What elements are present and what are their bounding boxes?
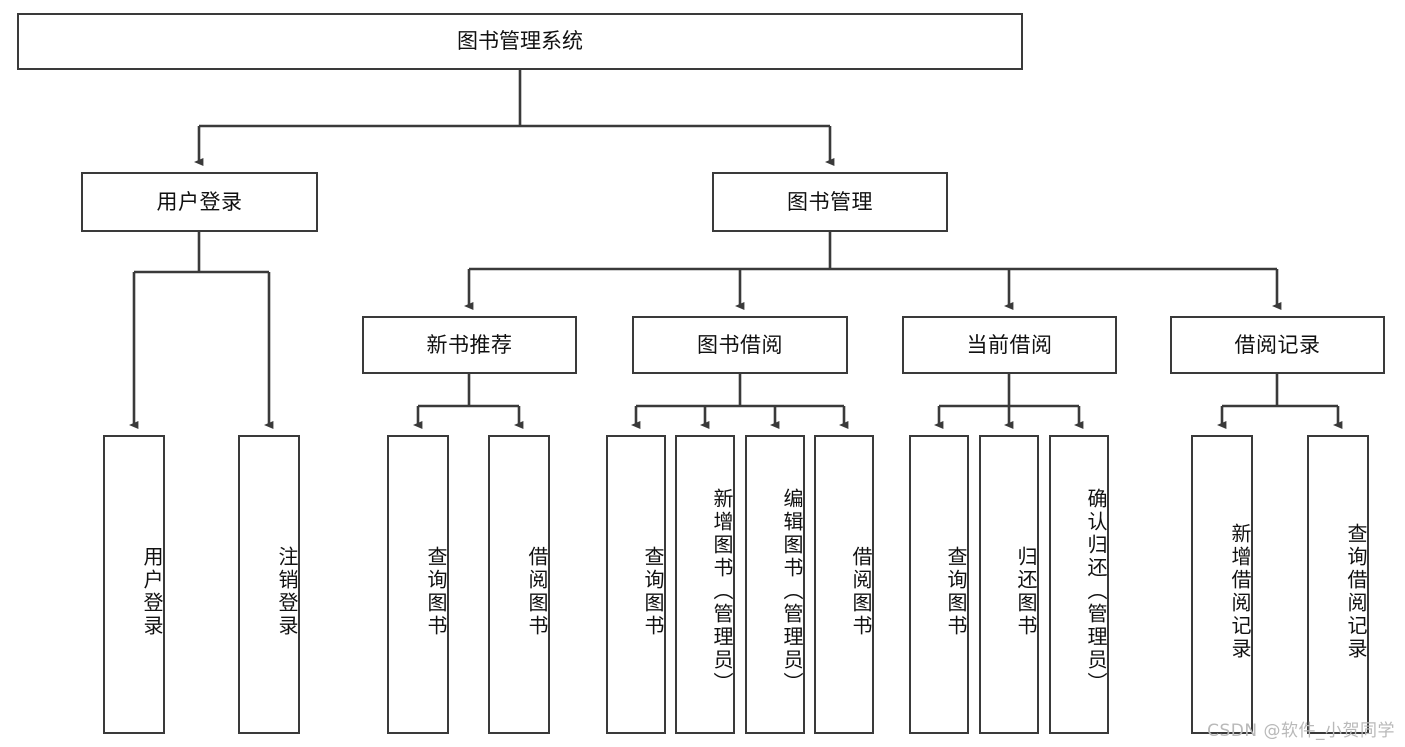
leaf-add-borrow-record[interactable]: 新增借阅记录: [1191, 435, 1253, 734]
node-label: 当前借阅: [966, 332, 1053, 357]
node-book-borrow[interactable]: 图书借阅: [632, 316, 848, 374]
node-current-borrow[interactable]: 当前借阅: [902, 316, 1117, 374]
leaf-borrow-book-recommend[interactable]: 借阅图书: [488, 435, 550, 734]
node-label: 用户登录: [156, 189, 243, 214]
node-new-book-recommend[interactable]: 新书推荐: [362, 316, 577, 374]
leaf-query-book[interactable]: 查询图书: [606, 435, 666, 734]
node-label: 新增借阅记录: [1228, 522, 1252, 661]
node-label: 用户登录: [140, 545, 164, 638]
leaf-add-book-admin[interactable]: 新增图书（管理员）: [675, 435, 735, 734]
node-label: 确认归还（管理员）: [1084, 488, 1108, 695]
node-label: 图书管理: [787, 189, 873, 214]
leaf-query-book-current[interactable]: 查询图书: [909, 435, 969, 734]
leaf-logout[interactable]: 注销登录: [238, 435, 300, 734]
csdn-watermark: CSDN @软件_小贺同学: [1207, 721, 1395, 741]
node-user-login[interactable]: 用户登录: [81, 172, 318, 232]
node-label: 查询图书: [424, 545, 448, 638]
node-label: 借阅记录: [1234, 332, 1321, 357]
node-label: 注销登录: [275, 545, 299, 638]
leaf-edit-book-admin[interactable]: 编辑图书（管理员）: [745, 435, 805, 734]
node-label: 图书管理系统: [457, 29, 583, 54]
node-label: 编辑图书（管理员）: [780, 488, 804, 695]
leaf-return-book[interactable]: 归还图书: [979, 435, 1039, 734]
node-label: 借阅图书: [849, 545, 873, 638]
leaf-confirm-return-admin[interactable]: 确认归还（管理员）: [1049, 435, 1109, 734]
leaf-user-login[interactable]: 用户登录: [103, 435, 165, 734]
node-label: 新书推荐: [426, 332, 513, 357]
leaf-query-borrow-record[interactable]: 查询借阅记录: [1307, 435, 1369, 734]
node-label: 查询借阅记录: [1344, 522, 1368, 661]
node-label: 借阅图书: [525, 545, 549, 638]
node-label: 查询图书: [944, 545, 968, 638]
leaf-borrow-book[interactable]: 借阅图书: [814, 435, 874, 734]
node-root-system[interactable]: 图书管理系统: [17, 13, 1023, 70]
leaf-query-book-recommend[interactable]: 查询图书: [387, 435, 449, 734]
node-book-manage[interactable]: 图书管理: [712, 172, 948, 232]
node-label: 归还图书: [1014, 545, 1038, 638]
node-label: 新增图书（管理员）: [710, 488, 734, 695]
node-label: 图书借阅: [697, 332, 783, 357]
node-label: 查询图书: [641, 545, 665, 638]
node-borrow-record[interactable]: 借阅记录: [1170, 316, 1385, 374]
